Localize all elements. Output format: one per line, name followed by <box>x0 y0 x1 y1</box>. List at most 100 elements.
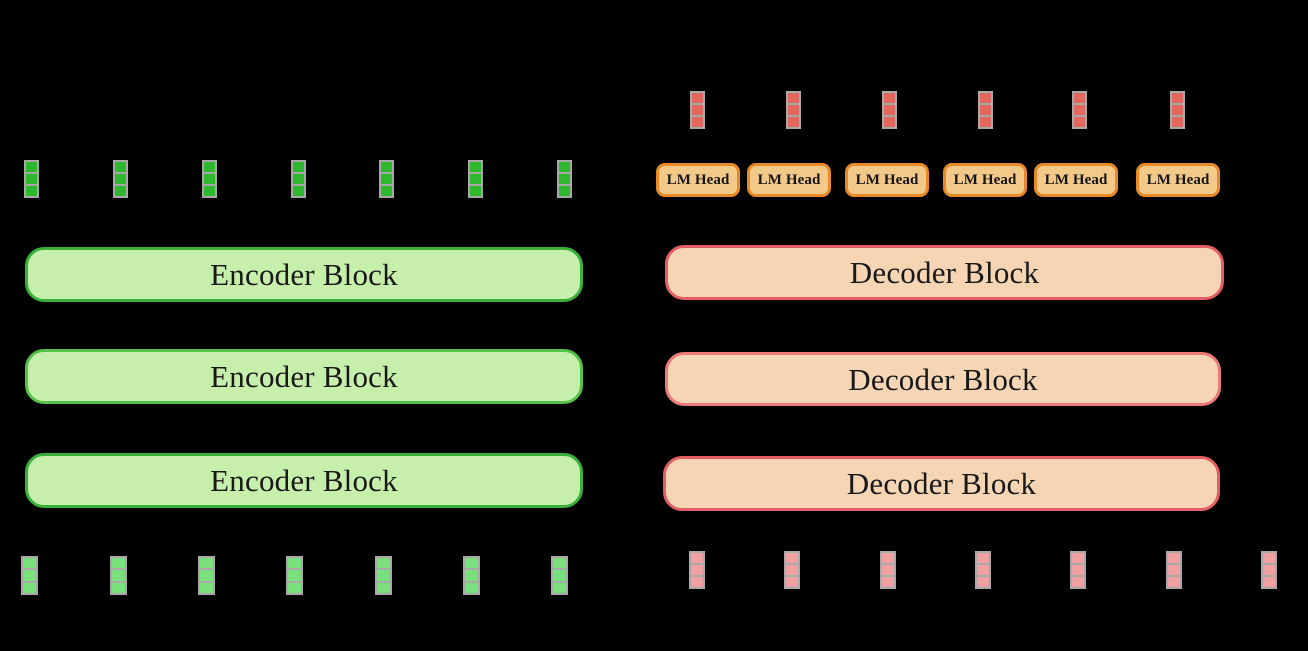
encoder-output-token-4-cell-1 <box>292 161 305 173</box>
decoder-output-token-6-cell-2 <box>1171 104 1184 116</box>
encoder-block-3[interactable]: Encoder Block <box>25 453 583 508</box>
decoder-input-token-6-cell-2 <box>1167 564 1181 576</box>
encoder-output-token-3 <box>202 160 217 198</box>
decoder-block-2[interactable]: Decoder Block <box>665 352 1221 406</box>
encoder-input-token-6-cell-2 <box>464 569 479 582</box>
decoder-input-token-4-cell-3 <box>976 576 990 588</box>
decoder-output-token-2-cell-2 <box>787 104 800 116</box>
decoder-block-3[interactable]: Decoder Block <box>663 456 1220 511</box>
encoder-input-token-6-cell-1 <box>464 557 479 570</box>
encoder-input-token-2-cell-2 <box>111 569 126 582</box>
encoder-input-token-5-cell-1 <box>376 557 391 570</box>
encoder-input-token-4-cell-3 <box>287 581 302 594</box>
decoder-input-token-5-cell-2 <box>1071 564 1085 576</box>
encoder-output-token-7 <box>557 160 572 198</box>
encoder-input-token-3-cell-3 <box>199 581 214 594</box>
lm-head-label: LM Head <box>1044 171 1108 188</box>
encoder-input-token-2-cell-3 <box>111 581 126 594</box>
lm-head-4[interactable]: LM Head <box>943 163 1027 197</box>
lm-head-label: LM Head <box>1146 171 1210 188</box>
decoder-input-token-1-cell-3 <box>690 576 704 588</box>
encoder-input-token-1-cell-2 <box>22 569 37 582</box>
encoder-input-token-1 <box>21 556 38 595</box>
encoder-input-token-5-cell-2 <box>376 569 391 582</box>
encoder-output-token-2-cell-3 <box>114 185 127 197</box>
decoder-input-token-3 <box>880 551 896 589</box>
encoder-output-token-7-cell-2 <box>558 173 571 185</box>
decoder-input-token-2 <box>784 551 800 589</box>
decoder-output-token-4-cell-2 <box>979 104 992 116</box>
decoder-output-token-4-cell-1 <box>979 92 992 104</box>
lm-head-2[interactable]: LM Head <box>747 163 831 197</box>
encoder-output-token-1-cell-2 <box>25 173 38 185</box>
lm-head-1[interactable]: LM Head <box>656 163 740 197</box>
decoder-output-token-3-cell-1 <box>883 92 896 104</box>
decoder-input-token-6 <box>1166 551 1182 589</box>
encoder-input-token-6-cell-3 <box>464 581 479 594</box>
decoder-output-token-2 <box>786 91 801 129</box>
lm-head-label: LM Head <box>666 171 730 188</box>
encoder-output-token-4-cell-2 <box>292 173 305 185</box>
encoder-output-token-3-cell-2 <box>203 173 216 185</box>
lm-head-label: LM Head <box>855 171 919 188</box>
decoder-input-token-2-cell-1 <box>785 552 799 564</box>
decoder-output-token-1-cell-2 <box>691 104 704 116</box>
encoder-input-token-1-cell-1 <box>22 557 37 570</box>
decoder-input-token-2-cell-2 <box>785 564 799 576</box>
encoder-output-token-1 <box>24 160 39 198</box>
encoder-input-token-3 <box>198 556 215 595</box>
decoder-output-token-3-cell-3 <box>883 116 896 128</box>
encoder-input-token-3-cell-1 <box>199 557 214 570</box>
decoder-block-1[interactable]: Decoder Block <box>665 245 1224 300</box>
decoder-input-token-1-cell-2 <box>690 564 704 576</box>
encoder-input-token-5-cell-3 <box>376 581 391 594</box>
decoder-input-token-5-cell-3 <box>1071 576 1085 588</box>
decoder-input-token-5 <box>1070 551 1086 589</box>
decoder-output-token-5-cell-1 <box>1073 92 1086 104</box>
decoder-output-token-3-cell-2 <box>883 104 896 116</box>
decoder-input-token-6-cell-3 <box>1167 576 1181 588</box>
encoder-input-token-7-cell-1 <box>552 557 567 570</box>
lm-head-label: LM Head <box>953 171 1017 188</box>
encoder-output-token-2-cell-2 <box>114 173 127 185</box>
encoder-block-2[interactable]: Encoder Block <box>25 349 583 404</box>
lm-head-3[interactable]: LM Head <box>845 163 929 197</box>
encoder-output-token-5-cell-1 <box>380 161 393 173</box>
encoder-input-token-2 <box>110 556 127 595</box>
encoder-output-token-6-cell-1 <box>469 161 482 173</box>
decoder-output-token-5 <box>1072 91 1087 129</box>
decoder-input-token-6-cell-1 <box>1167 552 1181 564</box>
decoder-output-token-4-cell-3 <box>979 116 992 128</box>
encoder-output-token-1-cell-3 <box>25 185 38 197</box>
decoder-input-token-3-cell-3 <box>881 576 895 588</box>
decoder-input-token-5-cell-1 <box>1071 552 1085 564</box>
decoder-output-token-2-cell-3 <box>787 116 800 128</box>
decoder-output-token-5-cell-2 <box>1073 104 1086 116</box>
encoder-output-token-1-cell-1 <box>25 161 38 173</box>
decoder-output-token-2-cell-1 <box>787 92 800 104</box>
decoder-output-token-4 <box>978 91 993 129</box>
decoder-output-token-6-cell-1 <box>1171 92 1184 104</box>
encoder-output-token-4-cell-3 <box>292 185 305 197</box>
encoder-block-1[interactable]: Encoder Block <box>25 247 583 302</box>
encoder-input-token-6 <box>463 556 480 595</box>
lm-head-6[interactable]: LM Head <box>1136 163 1220 197</box>
decoder-input-token-7 <box>1261 551 1277 589</box>
decoder-input-token-7-cell-2 <box>1262 564 1276 576</box>
encoder-input-token-7 <box>551 556 568 595</box>
encoder-output-token-7-cell-1 <box>558 161 571 173</box>
encoder-output-token-5 <box>379 160 394 198</box>
decoder-output-token-1-cell-3 <box>691 116 704 128</box>
decoder-output-token-6 <box>1170 91 1185 129</box>
decoder-input-token-1-cell-1 <box>690 552 704 564</box>
decoder-input-token-2-cell-3 <box>785 576 799 588</box>
decoder-input-token-7-cell-1 <box>1262 552 1276 564</box>
lm-head-5[interactable]: LM Head <box>1034 163 1118 197</box>
encoder-input-token-2-cell-1 <box>111 557 126 570</box>
decoder-output-token-5-cell-3 <box>1073 116 1086 128</box>
decoder-input-token-4-cell-1 <box>976 552 990 564</box>
decoder-input-token-4-cell-2 <box>976 564 990 576</box>
encoder-output-token-5-cell-3 <box>380 185 393 197</box>
decoder-output-token-6-cell-3 <box>1171 116 1184 128</box>
